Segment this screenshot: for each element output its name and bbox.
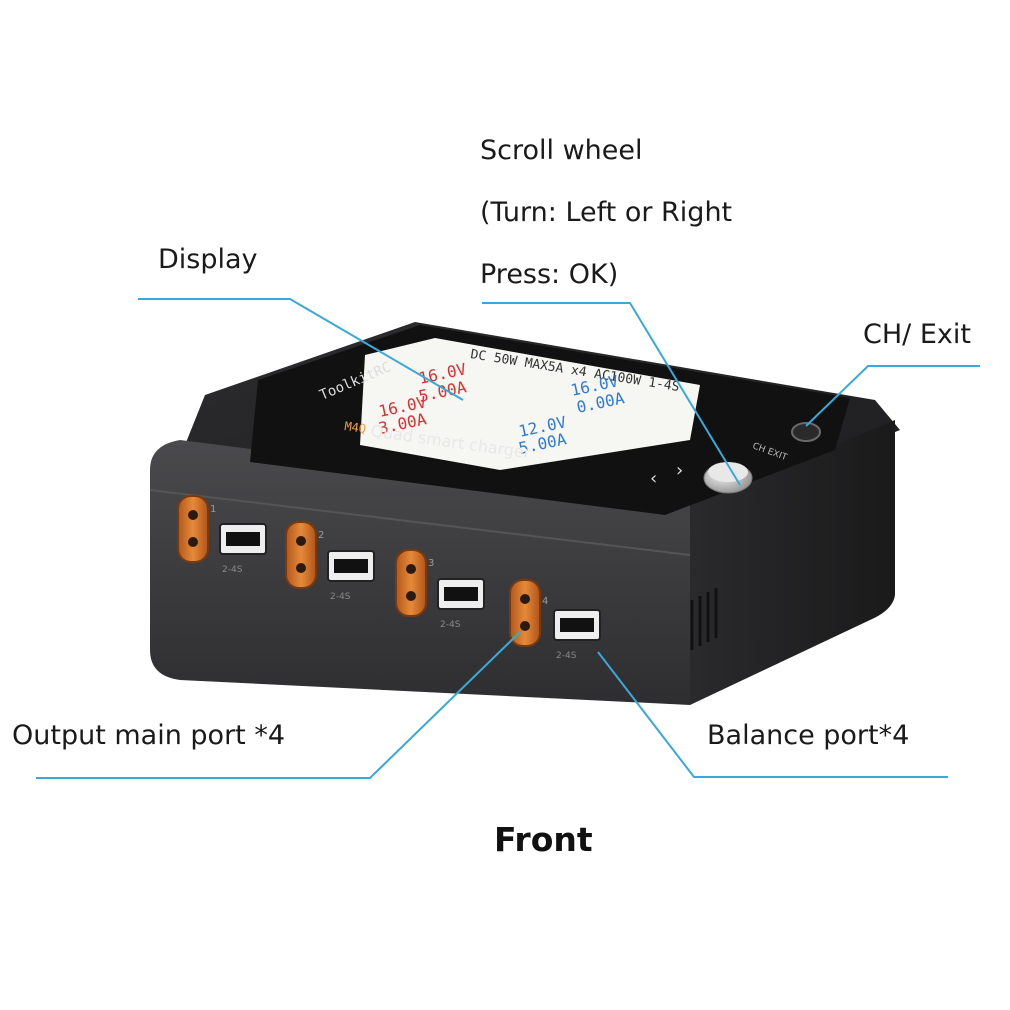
chevron-left-icon: ‹ — [650, 468, 657, 489]
balance-tag-3: 2-4S — [440, 620, 461, 630]
port-number-4: 4 — [542, 596, 548, 607]
balance-ports: 2-4S 2-4S 2-4S 2-4S — [219, 523, 601, 661]
port-number-2: 2 — [318, 530, 324, 541]
lcd-screen — [360, 338, 700, 470]
scroll-wheel[interactable]: ‹ › — [650, 460, 753, 494]
scroll-wheel-label-line3: Press: OK) — [480, 259, 619, 290]
balance-port-label: Balance port*4 — [707, 720, 910, 751]
display-label: Display — [158, 244, 258, 275]
balance-tag-4: 2-4S — [556, 651, 577, 661]
balance-tag-1: 2-4S — [222, 565, 243, 575]
balance-port-3[interactable]: 2-4S — [437, 578, 485, 630]
balance-port-1[interactable]: 2-4S — [219, 523, 267, 575]
balance-port-4[interactable]: 2-4S — [553, 609, 601, 661]
ch-exit-callout — [805, 365, 980, 427]
model-tag: M4Q — [344, 419, 367, 436]
output-port-1[interactable] — [177, 495, 209, 563]
output-ports — [177, 495, 541, 647]
charger-side — [690, 420, 895, 705]
output-port-2[interactable] — [285, 521, 317, 589]
scroll-wheel-label-line1: Scroll wheel — [480, 135, 643, 166]
port-numbers: 1 2 3 4 — [210, 504, 548, 607]
output-port-label: Output main port *4 — [12, 720, 286, 751]
display-callout — [138, 298, 464, 401]
chevron-right-icon: › — [676, 460, 683, 481]
balance-port-2[interactable]: 2-4S — [327, 550, 375, 602]
ch-exit-label: CH/ Exit — [863, 319, 971, 350]
view-title: Front — [494, 820, 593, 859]
output-port-4[interactable] — [509, 579, 541, 647]
scroll-wheel-callout — [482, 302, 741, 486]
side-vents — [690, 588, 718, 650]
display-panel: DC 50W MAX5A x4 AC100W 1-4S 16.0V 5.00A … — [250, 325, 850, 515]
output-port-callout — [36, 631, 521, 779]
callout-lines — [36, 298, 980, 779]
port-number-3: 3 — [428, 558, 434, 569]
balance-tag-2: 2-4S — [330, 592, 351, 602]
output-port-3[interactable] — [395, 549, 427, 617]
port-number-1: 1 — [210, 504, 216, 515]
balance-port-callout — [597, 651, 948, 778]
scroll-wheel-label-line2: (Turn: Left or Right — [480, 197, 733, 228]
